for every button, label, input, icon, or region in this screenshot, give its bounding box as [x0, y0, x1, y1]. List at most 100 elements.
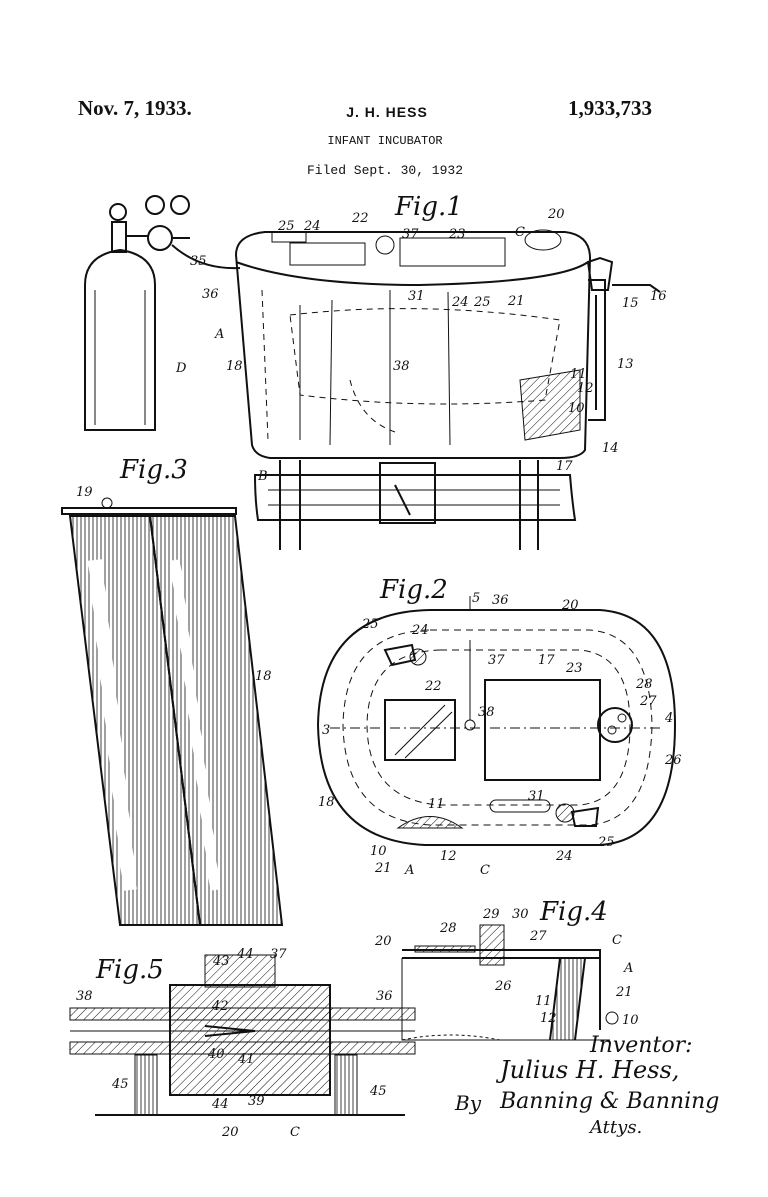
figure-2: Fig.2 5 36 20 25 24 37 17 23 22 28 27 3 38 4 26…: [316, 575, 682, 878]
svg-text:39: 39: [248, 1094, 265, 1109]
incubator-body: [234, 229, 592, 459]
svg-text:13: 13: [617, 357, 634, 372]
svg-text:11: 11: [570, 367, 587, 382]
svg-text:25: 25: [473, 295, 491, 310]
figure-5: Fig.5 43 44 37 38 42 36 40 41 45 44 39 45 20 C: [69, 947, 416, 1140]
svg-text:A: A: [623, 961, 633, 976]
svg-text:30: 30: [512, 907, 529, 922]
svg-text:20: 20: [561, 598, 579, 613]
svg-text:26: 26: [494, 979, 512, 994]
svg-text:10: 10: [622, 1013, 639, 1028]
svg-text:45: 45: [111, 1077, 129, 1092]
svg-text:20: 20: [221, 1125, 239, 1140]
fig4-label: Fig.4: [539, 897, 608, 927]
gas-cylinder: [84, 195, 241, 431]
svg-text:43: 43: [212, 954, 230, 969]
svg-text:37: 37: [402, 227, 419, 242]
svg-text:38: 38: [76, 989, 93, 1004]
svg-text:18: 18: [255, 669, 272, 684]
svg-text:3: 3: [322, 723, 330, 738]
svg-text:24: 24: [451, 295, 469, 310]
svg-text:25: 25: [361, 617, 379, 632]
filed-date: Filed Sept. 30, 1932: [306, 163, 464, 178]
svg-text:15: 15: [622, 296, 639, 311]
svg-text:29: 29: [482, 907, 500, 922]
svg-text:38: 38: [393, 359, 410, 374]
svg-text:24: 24: [303, 219, 321, 234]
svg-text:28: 28: [635, 677, 653, 692]
svg-text:18: 18: [318, 795, 335, 810]
svg-text:10: 10: [370, 844, 387, 859]
svg-text:37: 37: [270, 947, 287, 962]
svg-text:10: 10: [568, 401, 585, 416]
svg-text:27: 27: [639, 694, 657, 709]
svg-text:C: C: [515, 225, 525, 240]
figure-1: Fig.1: [84, 192, 667, 550]
svg-text:24: 24: [411, 623, 429, 638]
svg-text:11: 11: [428, 797, 445, 812]
svg-text:14: 14: [602, 441, 619, 456]
svg-text:11: 11: [535, 994, 552, 1009]
svg-text:23: 23: [565, 661, 583, 676]
svg-text:16: 16: [650, 289, 667, 304]
attorneys-signature: Banning & Banning: [499, 1089, 719, 1114]
svg-text:31: 31: [528, 789, 545, 804]
svg-text:17: 17: [538, 653, 555, 668]
svg-text:12: 12: [440, 849, 457, 864]
svg-text:A: A: [404, 863, 414, 878]
svg-text:20: 20: [374, 934, 392, 949]
by-label: By: [454, 1091, 482, 1115]
svg-text:22: 22: [424, 679, 442, 694]
svg-text:42: 42: [211, 999, 229, 1014]
svg-text:35: 35: [190, 254, 207, 269]
svg-text:5: 5: [472, 591, 480, 606]
patent-title: INFANT INCUBATOR: [327, 134, 443, 148]
svg-text:44: 44: [211, 1097, 229, 1112]
patent-number: 1,933,733: [568, 96, 652, 120]
svg-text:26: 26: [664, 753, 682, 768]
svg-text:45: 45: [369, 1084, 387, 1099]
svg-text:36: 36: [376, 989, 393, 1004]
svg-text:12: 12: [577, 381, 594, 396]
inventor-name: J. H. HESS: [346, 104, 428, 120]
svg-text:4: 4: [664, 711, 673, 726]
fig2-label: Fig.2: [379, 575, 448, 605]
svg-text:24: 24: [555, 849, 573, 864]
svg-text:21: 21: [507, 294, 525, 309]
svg-text:23: 23: [448, 227, 466, 242]
svg-text:A: A: [214, 327, 224, 342]
svg-text:21: 21: [615, 985, 633, 1000]
fig5-label: Fig.5: [95, 955, 164, 985]
svg-text:C: C: [612, 933, 622, 948]
svg-text:25: 25: [277, 219, 295, 234]
incubator-stand: [253, 460, 577, 550]
svg-text:27: 27: [529, 929, 547, 944]
svg-text:B: B: [257, 469, 268, 484]
water-pipe: [586, 256, 661, 421]
svg-text:C: C: [290, 1125, 300, 1140]
svg-text:17: 17: [556, 459, 573, 474]
svg-text:21: 21: [374, 861, 392, 876]
svg-text:25: 25: [597, 835, 615, 850]
fig1-label: Fig.1: [394, 192, 463, 222]
inventor-signature: Julius H. Hess,: [495, 1056, 679, 1084]
svg-text:44: 44: [236, 947, 254, 962]
svg-text:D: D: [175, 361, 187, 376]
svg-text:40: 40: [207, 1047, 225, 1062]
inventor-label: Inventor:: [589, 1033, 693, 1058]
figure-3: Fig.3 19 18: [61, 455, 284, 926]
svg-text:C: C: [480, 863, 490, 878]
svg-text:36: 36: [492, 593, 509, 608]
svg-text:28: 28: [439, 921, 457, 936]
patent-date: Nov. 7, 1933.: [78, 96, 192, 120]
fig3-label: Fig.3: [119, 455, 188, 485]
svg-text:41: 41: [237, 1052, 255, 1067]
svg-text:22: 22: [351, 211, 369, 226]
svg-text:37: 37: [488, 653, 505, 668]
svg-text:20: 20: [547, 207, 565, 222]
svg-text:19: 19: [76, 485, 93, 500]
svg-text:38: 38: [478, 705, 495, 720]
svg-text:18: 18: [226, 359, 243, 374]
signature-block: Inventor: Julius H. Hess, By Banning & B…: [454, 1033, 719, 1138]
